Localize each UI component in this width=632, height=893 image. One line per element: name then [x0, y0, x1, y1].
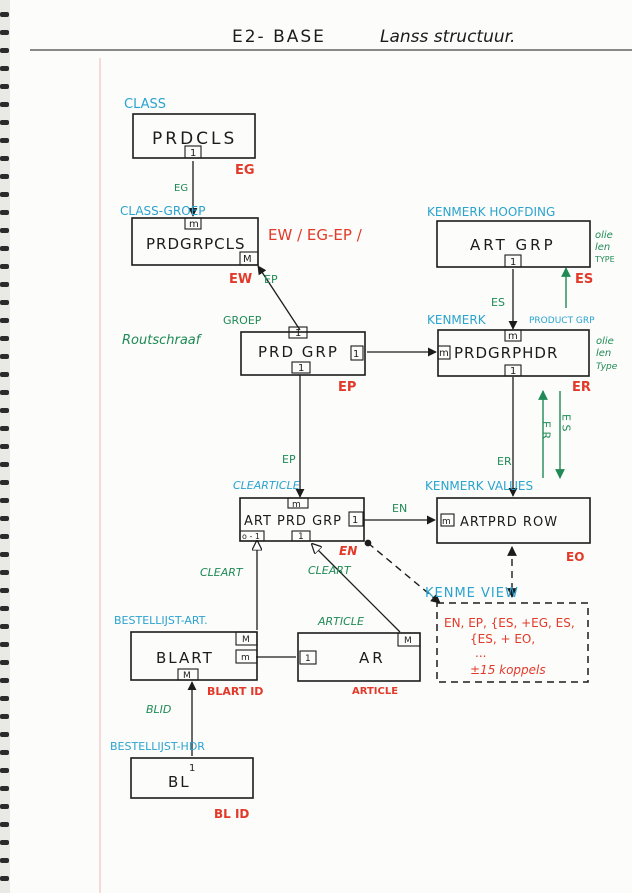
port: m — [189, 219, 199, 230]
port: 1 — [352, 515, 358, 526]
entity-caption: BESTELLIJST-HDR — [110, 740, 205, 753]
entity-blart: M m M BLART BESTELLIJST-ART. BLART ID — [114, 614, 263, 698]
edge-label: CLEART — [308, 564, 352, 577]
entity-key: EO — [566, 550, 584, 564]
entity-key: BLART ID — [207, 685, 263, 698]
port: m — [241, 653, 250, 663]
entity-label: AR — [359, 649, 386, 667]
entity-prdcls: 1 PRDCLS CLASS EG — [124, 97, 256, 178]
port: 1 — [189, 763, 195, 774]
edge-labels: EG EP ES EP EN ER E R E S CLEART CLEART … — [146, 183, 573, 716]
port: M — [243, 254, 252, 265]
view-line: EN, EP, {ES, +EG, ES, — [444, 616, 575, 630]
entity-caption: GROEP — [223, 314, 262, 327]
port: m — [439, 348, 449, 359]
entity-caption-right: PRODUCT GRP — [529, 316, 595, 326]
view-line: {ES, + EO, — [470, 632, 535, 646]
port: m — [292, 500, 301, 510]
port: 1 — [298, 532, 304, 542]
entity-label: BLART — [156, 649, 214, 667]
port: 1 — [353, 349, 359, 360]
side-note-line: TYPE — [594, 255, 615, 264]
entity-label: PRDGRPCLS — [146, 235, 245, 253]
edge-artprdgrp-view — [364, 539, 441, 604]
view-line: ... — [475, 646, 486, 660]
connectors — [187, 161, 518, 756]
entity-caption: CLEARTICLE — [233, 479, 300, 492]
side-note-line: olie — [595, 230, 613, 241]
port: 1 — [305, 654, 311, 664]
edge-prdgrp-prdgrpcls — [257, 265, 301, 331]
side-note-line: len — [595, 242, 610, 253]
port: 1 — [298, 363, 304, 374]
entity-caption: BESTELLIJST-ART. — [114, 614, 208, 627]
port: 1 — [510, 257, 516, 268]
entity-key: BL ID — [214, 807, 249, 821]
edge-label: ES — [491, 296, 505, 309]
entity-key: ES — [575, 272, 593, 287]
entity-label: ART GRP — [470, 236, 556, 254]
entity-key: EN — [339, 544, 357, 558]
port: 1 — [510, 366, 516, 377]
port: m — [442, 517, 451, 527]
edge-label: E R — [540, 421, 553, 439]
port: 1 — [190, 148, 196, 159]
entity-prdgrphdr: m m 1 PRDGRPHDR KENMERK PRODUCT GRP ER o… — [427, 313, 618, 395]
entity-label: ARTPRD ROW — [460, 515, 558, 530]
entity-caption: ARTICLE — [317, 615, 364, 628]
view-line: ±15 koppels — [470, 663, 546, 677]
entity-caption: CLASS-GROEP — [120, 204, 205, 218]
side-note-line: olie — [596, 336, 614, 347]
entity-artprdrow: m ARTPRD ROW KENMERK VALUES EO — [425, 479, 591, 564]
side-note-line: len — [596, 348, 611, 359]
page-subtitle: Lanss structuur. — [380, 27, 515, 47]
entity-artgrp: 1 ART GRP KENMERK HOOFDING ES olie len T… — [427, 205, 615, 287]
entity-key: ARTICLE — [352, 686, 398, 697]
entity-ar: 1 M AR ARTICLE ARTICLE — [297, 615, 421, 697]
entity-label: PRDGRPHDR — [454, 344, 558, 362]
port: M — [183, 671, 191, 681]
entity-prdgrp: 1 1 1 PRD GRP GROEP Routschraaf EP — [122, 314, 366, 395]
edge-label: E S — [560, 414, 573, 431]
entity-bl: BL 1 BESTELLIJST-HDR BL ID — [110, 740, 254, 821]
entity-kenmerk-view: KENME VIEW EN, EP, {ES, +EG, ES, {ES, + … — [425, 586, 589, 683]
port: 1 — [295, 328, 301, 339]
entity-caption: KENME VIEW — [425, 586, 519, 601]
page-title: E2- BASE — [232, 27, 326, 47]
entity-caption-left: KENMERK — [427, 313, 487, 327]
edge-label: EG — [174, 183, 188, 194]
green-arrows — [538, 267, 571, 479]
entity-key: EW — [229, 272, 252, 287]
entity-key: ER — [572, 380, 591, 395]
entity-prdgrpcls: m M PRDGRPCLS CLASS-GROEP EW / EG-EP / E… — [120, 204, 363, 287]
edge-label: BLID — [146, 703, 171, 716]
edge-label: CLEART — [200, 566, 244, 579]
entity-key: EP — [338, 380, 356, 395]
edge-label: EN — [392, 502, 407, 515]
entity-artprdgrp: m 1 1 o - 1 ART PRD GRP CLEARTICLE EN — [233, 479, 365, 558]
entity-key: EG — [235, 163, 255, 178]
side-note-line: Type — [596, 362, 618, 372]
entity-caption: KENMERK HOOFDING — [427, 205, 555, 219]
entity-label: ART PRD GRP — [244, 514, 342, 529]
edge-label: ER — [497, 455, 512, 468]
entity-label: PRDCLS — [152, 129, 237, 149]
edge-ar-artprdgrp — [312, 544, 401, 633]
port: M — [404, 636, 412, 646]
entity-caption: KENMERK VALUES — [425, 479, 533, 493]
entity-keys: EW / EG-EP / — [268, 226, 363, 244]
view-connectors — [364, 539, 517, 604]
port: m — [508, 331, 518, 342]
entity-label: BL — [168, 773, 191, 791]
binding-holes — [0, 0, 10, 893]
port: o - 1 — [242, 532, 260, 541]
edge-label: EP — [282, 453, 296, 466]
entity-note: Routschraaf — [122, 333, 203, 348]
entity-label: PRD GRP — [258, 343, 339, 361]
entity-caption: CLASS — [124, 97, 166, 112]
port: M — [242, 635, 250, 645]
edge-label: EP — [264, 273, 278, 286]
